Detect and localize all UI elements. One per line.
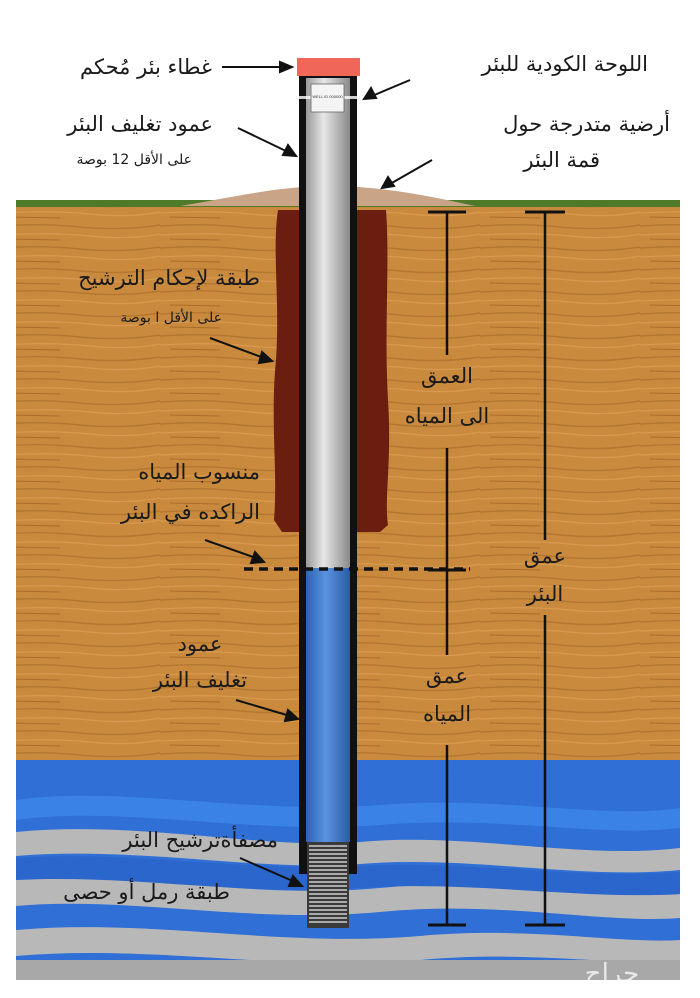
water-depth-label: عمق <box>425 664 469 688</box>
depth-to-water-label-2: الى المياه <box>404 404 490 428</box>
well-depth-label-2: البئر <box>526 582 564 606</box>
plate-label: اللوحة الكودية للبئر <box>481 52 648 76</box>
casing-top-note: على الأقل 12 بوصة <box>76 152 192 168</box>
depth-bars <box>428 210 565 927</box>
ground-label: أرضية متدرجة حول <box>503 112 670 136</box>
gravel-label: طبقة رمل أو حصى <box>63 880 230 904</box>
depth-to-water-label: العمق <box>420 364 474 388</box>
casing-mid-label-2: تغليف البئر <box>152 668 248 692</box>
casing-mid-label: عمود <box>177 632 223 656</box>
leader-arrows <box>204 60 433 887</box>
well-screen <box>307 842 349 928</box>
id-plate <box>310 83 345 113</box>
casing-top-label: عمود تغليف البئر <box>67 112 213 136</box>
cap-label: غطاء بئر مُحكم <box>80 55 212 79</box>
well-depth-label: عمق <box>523 544 567 568</box>
well-cap <box>297 58 360 76</box>
static-water-label-2: الراكده في البئر <box>120 500 260 524</box>
watermark: حراج <box>585 959 639 989</box>
casing-air <box>306 78 350 568</box>
casing-water <box>306 568 350 842</box>
id-plate-text: WELL ID 000000 <box>312 94 343 99</box>
seal-note: على الأقل ا بوصة <box>120 310 222 326</box>
water-depth-label-2: المياه <box>422 702 472 726</box>
seal-label: طبقة لإحكام الترشيح <box>78 266 260 290</box>
screen-label: مصفأةترشيح البئر <box>122 828 278 852</box>
ground-label-2: قمة البئر <box>523 148 600 172</box>
static-water-label: منسوب المياه <box>138 460 260 484</box>
